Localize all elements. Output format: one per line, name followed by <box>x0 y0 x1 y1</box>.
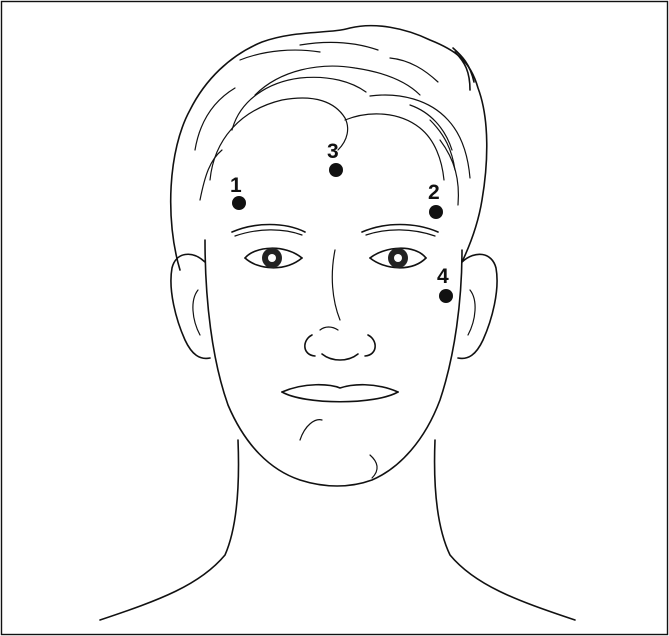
marker-4: 4 <box>437 265 453 303</box>
right-eye <box>370 248 426 268</box>
marker-label-3: 3 <box>327 140 339 163</box>
chin <box>300 420 377 478</box>
marker-dot-1 <box>232 196 246 210</box>
eyebrows <box>232 225 438 237</box>
marker-label-1: 1 <box>230 174 242 197</box>
marker-label-4: 4 <box>437 265 449 288</box>
marker-3: 3 <box>327 140 343 177</box>
neck-shoulders <box>100 440 575 620</box>
mouth <box>282 385 398 402</box>
marker-label-2: 2 <box>428 181 440 204</box>
nose <box>305 250 375 360</box>
face-outline <box>205 240 462 486</box>
marker-2: 2 <box>428 181 443 219</box>
marker-dot-2 <box>429 205 443 219</box>
marker-dot-3 <box>329 163 343 177</box>
left-eye <box>245 248 302 268</box>
marker-dot-4 <box>439 289 453 303</box>
marker-1: 1 <box>230 174 246 210</box>
